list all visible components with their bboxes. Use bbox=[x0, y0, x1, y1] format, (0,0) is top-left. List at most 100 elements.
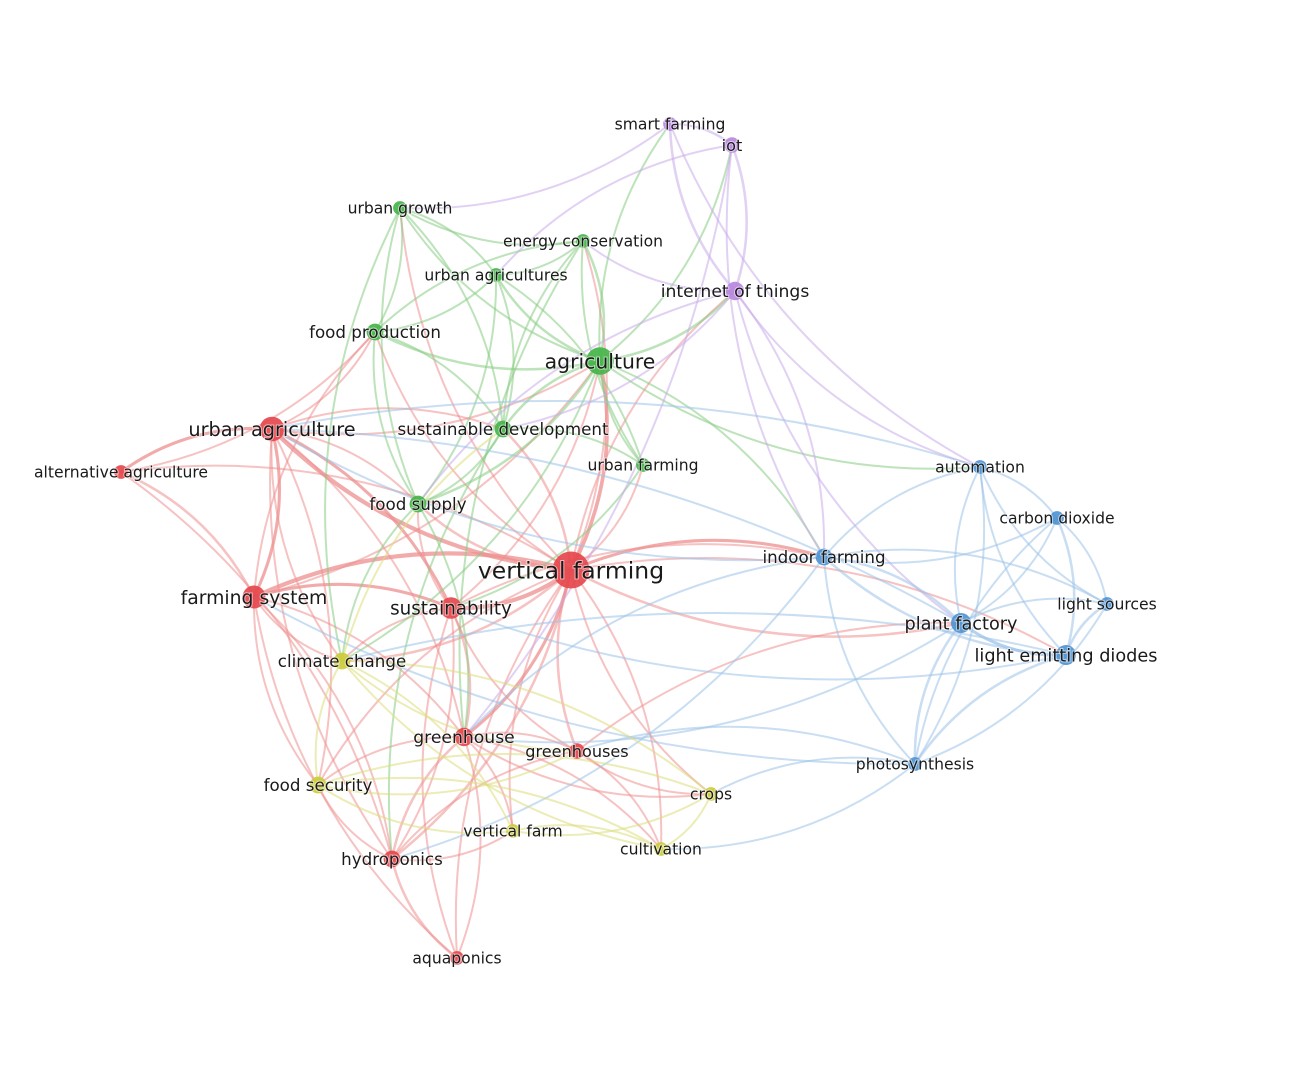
edge-sustainability-climate-change bbox=[341, 607, 452, 662]
node-vertical-farm[interactable] bbox=[506, 824, 520, 838]
label-greenhouses: greenhouses bbox=[525, 742, 628, 761]
label-farming-system: farming system bbox=[181, 588, 328, 609]
edge-urban-agriculture-hydroponics bbox=[269, 428, 393, 860]
edge-food-supply-greenhouse bbox=[417, 503, 470, 738]
node-crops[interactable] bbox=[704, 787, 718, 801]
edge-food-production-sustainable-development bbox=[374, 331, 504, 430]
label-automation: automation bbox=[935, 459, 1025, 477]
edge-vertical-farming-farming-system bbox=[251, 551, 574, 600]
edge-farming-system-hydroponics bbox=[253, 596, 393, 860]
edge-urban-agriculture-food-production bbox=[271, 331, 376, 430]
node-vertical-farming[interactable] bbox=[552, 551, 590, 589]
label-agriculture: agriculture bbox=[545, 349, 656, 373]
node-light-sources[interactable] bbox=[1100, 597, 1114, 611]
label-energy-conservation: energy conservation bbox=[503, 233, 663, 251]
edge-smart-farming-urban-growth bbox=[399, 123, 671, 210]
edge-plant-factory-light-sources bbox=[960, 597, 1108, 624]
node-food-security[interactable] bbox=[309, 776, 327, 794]
edge-climate-change-sustainable-development bbox=[341, 428, 504, 662]
node-urban-agriculture[interactable] bbox=[259, 416, 285, 442]
edge-food-security-cultivation bbox=[317, 776, 662, 850]
edge-carbon-dioxide-light-sources bbox=[1056, 517, 1108, 605]
node-food-supply[interactable] bbox=[409, 495, 427, 513]
node-sustainable-development[interactable] bbox=[494, 420, 512, 438]
node-energy-conservation[interactable] bbox=[576, 234, 590, 248]
label-climate-change: climate change bbox=[278, 651, 406, 671]
node-sustainability[interactable] bbox=[440, 597, 462, 619]
edge-urban-growth-climate-change bbox=[324, 207, 401, 662]
edge-food-supply-urban-growth bbox=[380, 207, 419, 505]
edge-agriculture-automation bbox=[599, 360, 981, 470]
label-carbon-dioxide: carbon dioxide bbox=[999, 510, 1114, 528]
node-carbon-dioxide[interactable] bbox=[1050, 511, 1064, 525]
edge-smart-farming-automation bbox=[669, 123, 981, 468]
node-photosynthesis[interactable] bbox=[908, 757, 922, 771]
label-crops: crops bbox=[690, 786, 732, 804]
edge-plant-factory-light-emitting-diodes bbox=[959, 621, 1068, 657]
node-farming-system[interactable] bbox=[242, 585, 266, 609]
edge-agriculture-smart-farming bbox=[598, 123, 671, 362]
edge-vertical-farming-light-emitting-diodes bbox=[570, 556, 1067, 656]
edge-agriculture-food-supply bbox=[416, 359, 602, 506]
edge-greenhouses-plant-factory bbox=[576, 621, 962, 752]
node-greenhouses[interactable] bbox=[569, 743, 585, 759]
node-climate-change[interactable] bbox=[333, 652, 351, 670]
node-urban-growth[interactable] bbox=[393, 201, 407, 215]
node-hydroponics[interactable] bbox=[383, 850, 401, 868]
edge-automation-photosynthesis bbox=[914, 466, 986, 765]
node-indoor-farming[interactable] bbox=[815, 548, 833, 566]
edge-indoor-farming-hydroponics bbox=[391, 556, 825, 860]
edge-agriculture-energy-conservation bbox=[581, 239, 606, 363]
label-internet-of-things: internet of things bbox=[661, 282, 810, 302]
label-sustainability: sustainability bbox=[390, 599, 512, 620]
node-urban-farming[interactable] bbox=[636, 458, 650, 472]
node-alternative-agriculture[interactable] bbox=[114, 465, 128, 479]
edge-farming-system-food-security bbox=[252, 596, 319, 786]
edge-vertical-farming-energy-conservation bbox=[570, 240, 608, 571]
node-internet-of-things[interactable] bbox=[725, 281, 745, 301]
edge-farming-system-alternative-agriculture bbox=[119, 470, 256, 599]
edge-greenhouse-hydroponics bbox=[390, 735, 466, 861]
edge-urban-farming-urban-agricultures bbox=[495, 274, 644, 466]
edge-crops-food-security bbox=[317, 752, 712, 795]
node-automation[interactable] bbox=[973, 460, 987, 474]
node-plant-factory[interactable] bbox=[951, 613, 971, 633]
edge-climate-change-greenhouses bbox=[341, 660, 578, 752]
edge-greenhouse-vertical-farm bbox=[463, 736, 514, 832]
node-aquaponics[interactable] bbox=[450, 951, 464, 965]
edge-climate-change-food-security bbox=[314, 660, 343, 786]
edge-sustainable-development-urban-farming bbox=[502, 426, 644, 466]
label-greenhouse: greenhouse bbox=[413, 728, 514, 748]
edge-alternative-agriculture-hydroponics bbox=[120, 471, 393, 860]
edge-vertical-farming-food-security bbox=[317, 569, 572, 786]
edge-internet-of-things-automation bbox=[734, 290, 981, 468]
label-light-sources: light sources bbox=[1057, 596, 1156, 614]
label-cultivation: cultivation bbox=[620, 841, 702, 859]
edge-light-sources-photosynthesis bbox=[914, 603, 1108, 765]
label-alternative-agriculture: alternative agriculture bbox=[34, 464, 208, 482]
edge-agriculture-food-production bbox=[373, 330, 602, 371]
node-light-emitting-diodes[interactable] bbox=[1056, 645, 1076, 665]
node-agriculture[interactable] bbox=[586, 347, 614, 375]
edge-urban-growth-urban-agricultures bbox=[399, 207, 497, 276]
edge-vertical-farming-indoor-farming bbox=[569, 538, 826, 572]
edge-food-production-urban-growth bbox=[374, 207, 404, 333]
label-hydroponics: hydroponics bbox=[341, 849, 443, 869]
label-food-supply: food supply bbox=[369, 494, 466, 514]
edge-internet-of-things-energy-conservation bbox=[582, 240, 736, 293]
edge-photosynthesis-greenhouses bbox=[576, 725, 916, 765]
node-smart-farming[interactable] bbox=[663, 117, 677, 131]
label-urban-growth: urban growth bbox=[348, 200, 453, 218]
edge-automation-light-sources bbox=[979, 466, 1108, 605]
node-cultivation[interactable] bbox=[654, 842, 668, 856]
node-food-production[interactable] bbox=[366, 323, 384, 341]
node-iot[interactable] bbox=[724, 137, 740, 153]
node-urban-agricultures[interactable] bbox=[489, 268, 503, 282]
node-greenhouse[interactable] bbox=[454, 727, 474, 747]
label-aquaponics: aquaponics bbox=[412, 950, 501, 968]
edge-food-production-food-supply bbox=[372, 331, 419, 505]
edge-agriculture-climate-change bbox=[341, 360, 601, 662]
label-vertical-farm: vertical farm bbox=[463, 823, 562, 841]
